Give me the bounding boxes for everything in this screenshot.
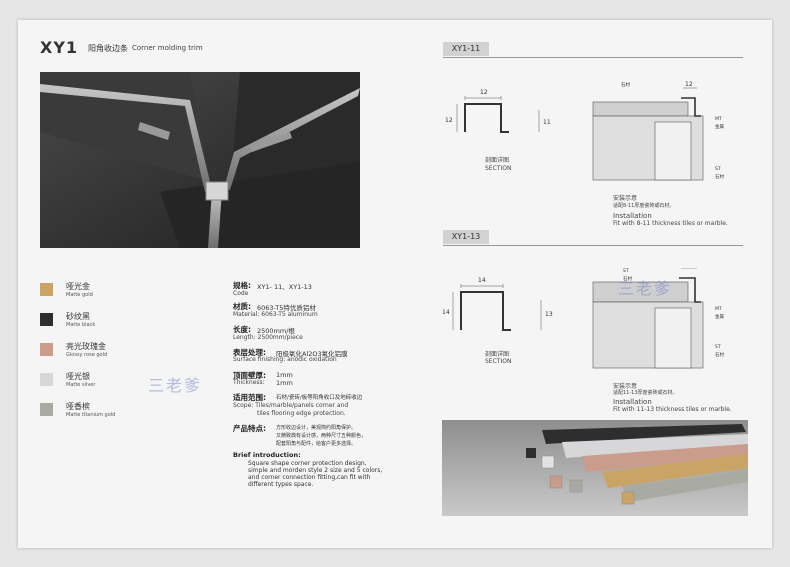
spec-surface-en: Surface finishing: anodic oxidation [233,356,337,363]
product-title-cn: 阳角收边条 [88,44,128,53]
spec-scope-value: 石材/瓷砖/板等阳角收口及地砖收边 [276,395,363,401]
install-cn-title: 安装示意 [613,195,638,202]
spec-feature-line: 配套阳角与配件，给客户更多选择。 [276,441,357,447]
swatch-label-cn: 亮光玫瑰金 [66,342,106,351]
mt-label: MT [715,116,722,122]
spec-scope-label: 适用范围: [233,393,266,402]
st-cn: 石材 [621,81,630,88]
spec-code-value: XY1- 11、XY1-13 [257,283,312,291]
product-title-en: Corner molding trim [132,44,203,52]
swatch-label-en: Matte black [66,322,96,328]
section-cn: 剖面详图 [485,157,510,164]
spec-features-label: 产品特点: [233,424,266,433]
swatch-label-cn: 哑光金 [66,282,90,291]
dim-top: 14 [478,277,486,284]
spec-material-en: Material: 6063-T5 aluminum [233,311,318,318]
dim-top: 12 [480,89,488,96]
swatch-label-cn: 哑光银 [66,372,90,381]
watermark: 三老爹 [618,279,673,298]
spec-surface-value: 阳极氧化Al2O3氧化铝膜 [276,350,348,358]
product-photo-main [40,72,360,248]
spec-surface-label: 表层处理: [233,348,266,357]
spec-length-en: Length: 2500mm/piece [233,334,303,341]
divider [443,57,743,58]
swatch-label-en: Matte silver [66,382,96,388]
swatch-label-en: Matte titanium gold [66,412,116,418]
mt-cn: 金属 [715,123,724,130]
install-en: Fit with 11-13 thickness tiles or marble… [613,406,732,413]
swatch-label-en: Matte gold [66,292,93,298]
spec-thickness-en-value: 1mm [276,379,293,387]
swatch-matte-black [40,313,53,326]
install-en-title: Installation [613,212,652,220]
section-en: SECTION [485,165,512,172]
swatch-titanium-gold [40,403,53,416]
tab-xy1-13: XY1-13 [443,230,489,244]
spec-material-value: 6063-T5特优质铝材 [257,304,316,312]
swatch-label-cn: 砂纹黑 [66,312,90,321]
spec-thickness-value: 1mm [276,371,293,379]
install-cn-title: 安装示意 [613,383,638,390]
spec-thickness-en: Thickness: [233,379,265,386]
spec-code-en: Code [233,290,249,297]
brief-intro-label: Brief introduction: [233,451,301,459]
spec-thickness-label: 顶面壁厚: [233,371,266,380]
spec-feature-line: 又精致典有设计感，两种尺寸五种颜色， [276,433,367,439]
swatch-matte-gold [40,283,53,296]
dim-right: 13 [545,311,553,318]
install-cn: 适配11-13厚度瓷砖或石材。 [613,390,678,396]
install-en-title: Installation [613,398,652,406]
spec-code-label: 规格: [233,281,251,290]
st-label-2: ST [715,344,721,350]
mt-label: MT [715,306,722,312]
spec-length-value: 2500mm/根 [257,327,295,335]
spec-scope-en-2: tiles flooring edge protection. [257,410,346,417]
dim-detail: 12 [685,81,693,88]
install-en: Fit with 8-11 thickness tiles or marble. [613,220,728,227]
mt-cn: 金属 [715,313,724,320]
spec-length-label: 长度: [233,325,251,334]
spec-scope-en: Scope: Tiles/marble/panels corner and [233,402,349,409]
st-label-2: ST [715,166,721,172]
section-en: SECTION [485,358,512,365]
brief-intro-body: Square shape corner protection design, s… [248,460,383,488]
swatch-label-cn: 哑香槟 [66,402,90,411]
spec-material-label: 材质: [233,302,251,311]
swatch-label-en: Glossy rose gold [66,352,108,358]
spec-feature-line: 方形收边设计，美观简约阳角保护。 [276,425,357,431]
dim-left: 14 [443,309,450,316]
product-code: XY1 [40,38,79,57]
product-photo-colors [442,420,748,516]
section-cn: 剖面详图 [485,351,510,358]
install-cn: 适配8-11厚度瓷砖或石材。 [613,203,675,209]
dim-left: 12 [445,117,453,124]
dim-right: 11 [543,119,551,126]
xy1-13-drawings: 14 14 13 14 ST 石材 MT 金属 ST 石材 [443,268,724,369]
watermark: 三老爹 [148,376,203,395]
divider [443,245,743,246]
st-label: ST [623,268,629,274]
xy1-11-drawings: 12 12 11 12 ST 石材 MT 金属 ST 石材 [445,81,724,181]
st-cn-2: 石材 [715,351,724,358]
swatch-matte-silver [40,373,53,386]
swatch-rose-gold [40,343,53,356]
st-cn-2: 石材 [715,173,724,180]
tab-xy1-11: XY1-11 [443,42,489,56]
st-cn: 石材 [623,275,632,282]
